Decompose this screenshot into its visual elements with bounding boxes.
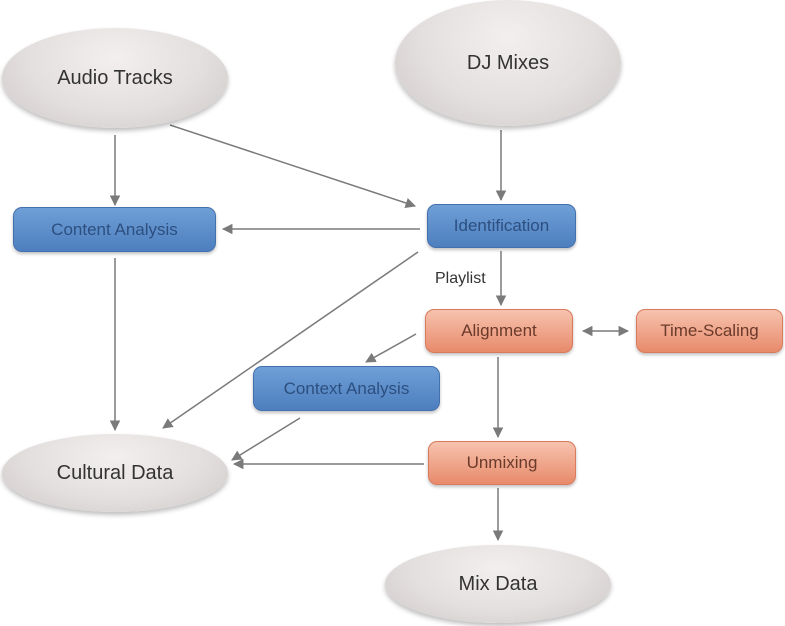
edge-audio-to-identification bbox=[169, 124, 416, 209]
time-scaling-node: Time-Scaling bbox=[636, 309, 783, 353]
alignment-node: Alignment bbox=[425, 309, 573, 353]
edge-identification-to-cultural-data bbox=[162, 251, 419, 429]
unmixing-node: Unmixing bbox=[428, 441, 576, 485]
identification-node: Identification bbox=[427, 204, 576, 248]
playlist-edge-label: Playlist bbox=[435, 270, 486, 287]
context-analysis-node: Context Analysis bbox=[253, 366, 440, 411]
unmixing-label: Unmixing bbox=[466, 453, 538, 472]
dj-mixes-label: DJ Mixes bbox=[466, 51, 550, 74]
identification-label: Identification bbox=[453, 216, 550, 235]
edge-alignment-to-context-analysis bbox=[365, 333, 417, 363]
audio-tracks-node: Audio Tracks bbox=[2, 28, 228, 128]
mix-data-label: Mix Data bbox=[458, 572, 538, 595]
content-analysis-node: Content Analysis bbox=[13, 207, 216, 252]
time-scaling-label: Time-Scaling bbox=[660, 321, 759, 340]
cultural-data-node: Cultural Data bbox=[2, 434, 228, 512]
content-analysis-label: Content Analysis bbox=[51, 219, 178, 239]
edge-context-analysis-to-cultural-data bbox=[231, 417, 301, 461]
cultural-data-label: Cultural Data bbox=[56, 461, 174, 484]
audio-tracks-label: Audio Tracks bbox=[57, 66, 173, 89]
context-analysis-label: Context Analysis bbox=[283, 378, 410, 398]
dj-mixes-node: DJ Mixes bbox=[395, 0, 621, 126]
mix-data-node: Mix Data bbox=[385, 545, 611, 623]
alignment-label: Alignment bbox=[461, 321, 537, 340]
